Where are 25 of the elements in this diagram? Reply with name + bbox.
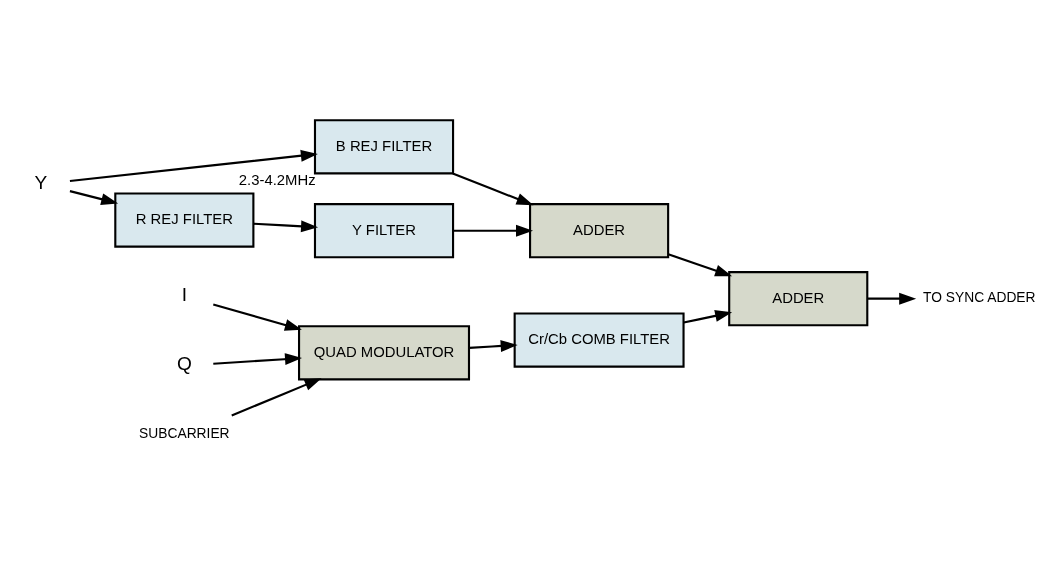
arrow xyxy=(452,171,534,205)
arrow xyxy=(69,149,318,182)
node-text: SUBCARRIER xyxy=(139,425,230,441)
arrow xyxy=(213,352,303,365)
node-box: B REJ FILTER xyxy=(313,118,455,174)
node-text: I xyxy=(181,283,187,305)
node-text: Y xyxy=(34,171,48,193)
node-box: ADDER xyxy=(529,202,670,258)
node-box: ADDER xyxy=(728,270,869,326)
arrow xyxy=(683,309,733,324)
arrow xyxy=(667,252,733,276)
arrow xyxy=(867,292,917,305)
node-text: Q xyxy=(176,352,192,374)
node-box: Y FILTER xyxy=(313,202,455,258)
node-text: TO SYNC ADDER xyxy=(923,289,1036,305)
node-box: R REJ FILTER xyxy=(114,191,255,248)
arrow xyxy=(253,219,319,232)
arrow xyxy=(231,377,322,416)
node-box: Cr/Cb COMB FILTER xyxy=(513,312,685,368)
arrow xyxy=(469,339,518,352)
node-label: 2.3-4.2MHz xyxy=(238,171,316,188)
arrow xyxy=(453,224,533,237)
node-box: QUAD MODULATOR xyxy=(298,324,471,380)
arrow xyxy=(213,303,302,331)
arrow xyxy=(69,189,119,205)
